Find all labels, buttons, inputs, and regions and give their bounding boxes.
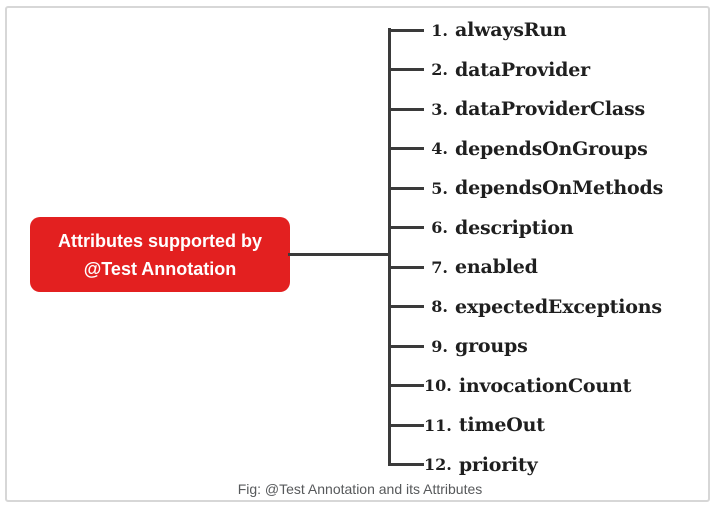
attribute-item: 4. dependsOnGroups — [388, 138, 648, 160]
attribute-item: 2. dataProvider — [388, 59, 590, 81]
branch-line — [388, 265, 424, 269]
attribute-item: 9. groups — [388, 335, 528, 357]
root-node: Attributes supported by @Test Annotation — [30, 217, 290, 292]
attribute-item: 12. priority — [388, 453, 538, 476]
attribute-item: 3. dataProviderClass — [388, 98, 645, 120]
attribute-label: alwaysRun — [455, 19, 567, 41]
branch-line — [388, 186, 424, 190]
branch-line — [388, 384, 424, 387]
attribute-number: 5. — [431, 178, 448, 198]
attribute-label: expectedExceptions — [455, 295, 662, 318]
attribute-number: 3. — [431, 99, 448, 119]
attribute-number: 8. — [431, 297, 448, 316]
attribute-number: 1. — [431, 20, 448, 40]
attribute-number: 4. — [431, 139, 448, 158]
attribute-item: 5. dependsOnMethods — [388, 177, 663, 199]
root-node-line1: Attributes supported by — [57, 230, 262, 251]
branch-line — [388, 226, 424, 229]
attribute-label: dataProvider — [455, 58, 590, 81]
figure-caption: Fig: @Test Annotation and its Attributes — [237, 481, 483, 497]
attribute-item: 11. timeOut — [388, 414, 545, 436]
attribute-label: invocationCount — [458, 374, 632, 397]
attribute-number: 7. — [431, 257, 448, 277]
tree-trunk-line — [388, 28, 391, 466]
branch-line — [388, 147, 424, 150]
attribute-label: description — [455, 216, 574, 239]
branch-line — [388, 68, 424, 71]
attribute-number: 12. — [424, 455, 452, 474]
branch-line — [388, 107, 424, 111]
attribute-number: 10. — [424, 376, 452, 395]
attribute-number: 6. — [431, 218, 448, 237]
attribute-label: enabled — [455, 256, 538, 278]
attribute-item: 6. description — [388, 216, 574, 239]
attribute-label: priority — [458, 453, 538, 476]
attribute-label: dataProviderClass — [455, 98, 645, 120]
root-connector-line — [288, 253, 390, 256]
branch-line — [388, 28, 424, 32]
attribute-number: 2. — [431, 60, 448, 79]
attribute-number: 9. — [431, 336, 448, 356]
attribute-item: 7. enabled — [388, 256, 538, 278]
root-node-line2: @Test Annotation — [83, 258, 237, 279]
attribute-label: dependsOnMethods — [455, 177, 664, 199]
attribute-label: dependsOnGroups — [455, 137, 648, 160]
branch-line — [388, 305, 424, 308]
branch-line — [388, 463, 424, 466]
branch-line — [388, 423, 424, 427]
attribute-number: 11. — [424, 415, 452, 435]
attribute-label: timeOut — [458, 414, 545, 436]
attribute-item: 10. invocationCount — [388, 375, 631, 397]
attribute-label: groups — [455, 335, 528, 357]
attribute-item: 1. alwaysRun — [388, 19, 567, 41]
branch-line — [388, 344, 424, 348]
attribute-item: 8. expectedExceptions — [388, 296, 662, 318]
